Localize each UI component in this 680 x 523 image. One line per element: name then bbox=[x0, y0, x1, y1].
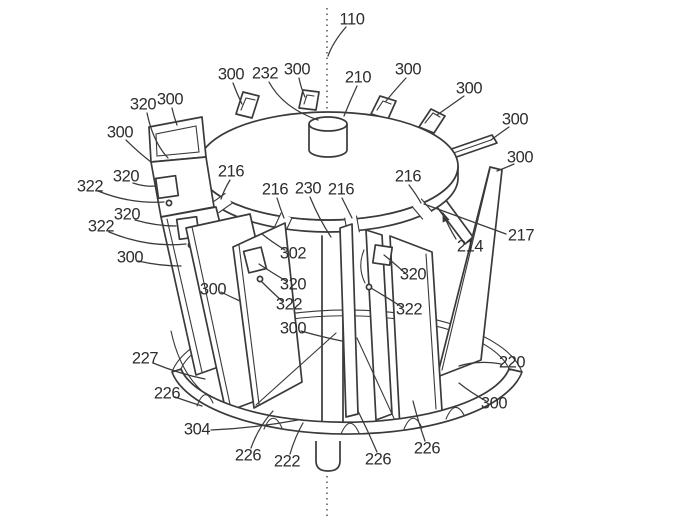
ref-label-222: 222 bbox=[273, 452, 301, 471]
square-hole-1 bbox=[154, 174, 180, 200]
rim-tab-2 bbox=[298, 89, 320, 111]
ref-label-300-12: 300 bbox=[480, 394, 508, 413]
ref-label-304: 304 bbox=[183, 420, 211, 439]
curved-edge-227 bbox=[170, 330, 204, 393]
square-hole-4 bbox=[371, 244, 394, 267]
square-hole-3 bbox=[242, 246, 268, 274]
ref-label-210: 210 bbox=[344, 68, 372, 87]
ref-label-320-5: 320 bbox=[399, 265, 427, 284]
hub-top bbox=[308, 116, 348, 132]
ref-label-226-4: 226 bbox=[413, 439, 441, 458]
ref-label-320-3: 320 bbox=[113, 205, 141, 224]
ref-label-300-5: 300 bbox=[156, 90, 184, 109]
ref-label-216-4: 216 bbox=[394, 167, 422, 186]
pin-hole-4 bbox=[365, 283, 373, 291]
ref-label-230: 230 bbox=[294, 179, 322, 198]
ref-label-322-3: 322 bbox=[275, 295, 303, 314]
ref-label-300-8: 300 bbox=[506, 148, 534, 167]
rim-tab-1 bbox=[235, 91, 260, 119]
ref-label-216-1: 216 bbox=[217, 162, 245, 181]
arrow-214 bbox=[442, 211, 457, 240]
ref-label-320-4: 320 bbox=[279, 275, 307, 294]
ref-label-300-4: 300 bbox=[455, 79, 483, 98]
ref-label-300-7: 300 bbox=[501, 110, 529, 129]
pin-hole-1 bbox=[165, 199, 173, 207]
ring-notch-3 bbox=[340, 422, 360, 435]
ref-label-220: 220 bbox=[498, 353, 526, 372]
ref-label-320-1: 320 bbox=[129, 95, 157, 114]
ref-label-227: 227 bbox=[131, 349, 159, 368]
ref-label-216-2: 216 bbox=[261, 180, 289, 199]
ref-label-300-11: 300 bbox=[279, 319, 307, 338]
ref-label-226-3: 226 bbox=[364, 450, 392, 469]
ref-label-322-2: 322 bbox=[87, 217, 115, 236]
hub-cylinder bbox=[308, 124, 348, 158]
ring-notch-1 bbox=[196, 394, 214, 407]
leader-lines bbox=[97, 26, 515, 455]
ref-label-320-2: 320 bbox=[112, 167, 140, 186]
ref-label-300-6: 300 bbox=[106, 123, 134, 142]
ref-label-226-1: 226 bbox=[153, 384, 181, 403]
center-edge-panel bbox=[339, 223, 359, 418]
pin-hole-3 bbox=[256, 275, 264, 283]
ring-notch-4 bbox=[403, 417, 423, 430]
ref-label-302: 302 bbox=[279, 244, 307, 263]
ref-label-300-1: 300 bbox=[217, 65, 245, 84]
ref-label-322-1: 322 bbox=[76, 177, 104, 196]
ring-notch-2 bbox=[263, 417, 283, 430]
ref-label-110: 110 bbox=[339, 10, 365, 29]
ref-label-217: 217 bbox=[507, 226, 535, 245]
bottom-stub-shaft bbox=[315, 441, 341, 472]
ref-label-300-3: 300 bbox=[394, 60, 422, 79]
ref-label-226-2: 226 bbox=[234, 446, 262, 465]
interior-edges bbox=[255, 332, 399, 428]
ref-label-232: 232 bbox=[251, 64, 279, 83]
center-column bbox=[321, 235, 344, 425]
ref-label-300-9: 300 bbox=[116, 248, 144, 267]
ref-label-300-10: 300 bbox=[199, 280, 227, 299]
ref-label-216-3: 216 bbox=[327, 180, 355, 199]
ring-notch-5 bbox=[445, 406, 465, 420]
ref-label-300-2: 300 bbox=[283, 60, 311, 79]
rim-tab-4 bbox=[418, 108, 446, 134]
ref-label-322-4: 322 bbox=[395, 300, 423, 319]
ref-label-214: 214 bbox=[456, 237, 484, 256]
panel-slot-feature bbox=[360, 249, 366, 284]
